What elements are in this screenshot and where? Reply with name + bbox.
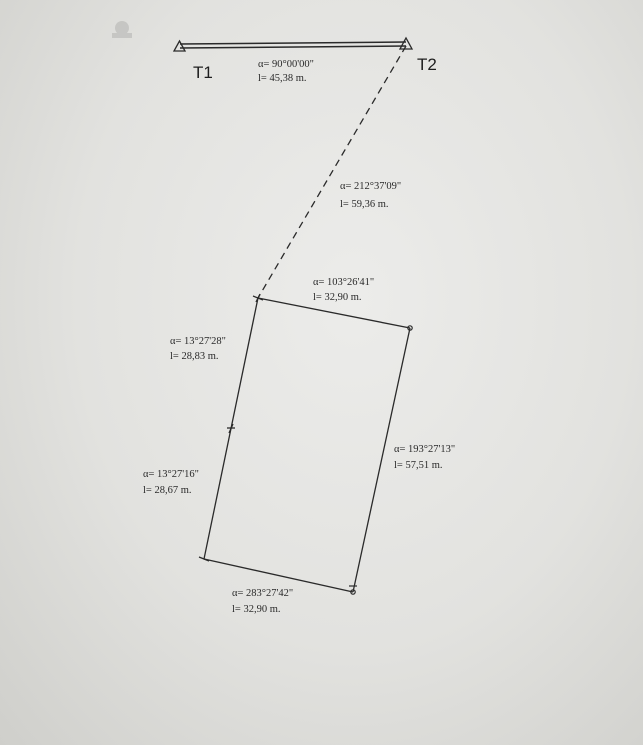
measure-p3-p4: α= 283°27'42" l= 32,90 m. <box>232 588 293 615</box>
azimuth-label: α= 13°27'16" <box>143 469 199 480</box>
length-label: l= 28,67 m. <box>143 485 192 496</box>
station-marker-t1 <box>172 39 187 52</box>
length-label: l= 45,38 m. <box>258 73 307 84</box>
azimuth-label: α= 283°27'42" <box>232 588 293 599</box>
azimuth-label: α= 90°00'00" <box>258 59 314 70</box>
length-label: l= 57,51 m. <box>394 460 443 471</box>
measure-t2-p1: α= 212°37'09" l= 59,36 m. <box>340 181 401 210</box>
stamp-icon <box>112 21 132 38</box>
line-p2-p3 <box>352 327 411 593</box>
point-p1 <box>252 293 264 303</box>
azimuth-label: α= 212°37'09" <box>340 181 401 192</box>
measure-p2-p3: α= 193°27'13" l= 57,51 m. <box>394 444 455 471</box>
station-label-t1: T1 <box>193 63 213 82</box>
length-label: l= 32,90 m. <box>232 604 281 615</box>
line-p3-p4 <box>203 558 354 593</box>
line-t2-p1-dashed <box>257 45 407 299</box>
azimuth-label: α= 193°27'13" <box>394 444 455 455</box>
point-p2 <box>407 325 413 331</box>
length-label: l= 32,90 m. <box>313 292 362 303</box>
point-p4 <box>198 556 210 562</box>
point-p3 <box>349 585 357 595</box>
measure-p4-p5: α= 13°27'16" l= 28,67 m. <box>143 469 199 496</box>
azimuth-label: α= 103°26'41" <box>313 277 374 288</box>
measure-p1-p2: α= 103°26'41" l= 32,90 m. <box>313 277 374 303</box>
measure-p5-p1: α= 13°27'28" l= 28,83 m. <box>170 336 226 362</box>
length-label: l= 59,36 m. <box>340 199 389 210</box>
line-p1-p2 <box>257 297 411 329</box>
point-p5 <box>227 423 235 434</box>
azimuth-label: α= 13°27'28" <box>170 336 226 347</box>
measure-t1-t2: α= 90°00'00" l= 45,38 m. <box>258 59 314 84</box>
station-marker-t2 <box>398 36 414 50</box>
station-label-t2: T2 <box>417 55 437 74</box>
line-t1-t2 <box>179 41 407 49</box>
length-label: l= 28,83 m. <box>170 351 219 362</box>
